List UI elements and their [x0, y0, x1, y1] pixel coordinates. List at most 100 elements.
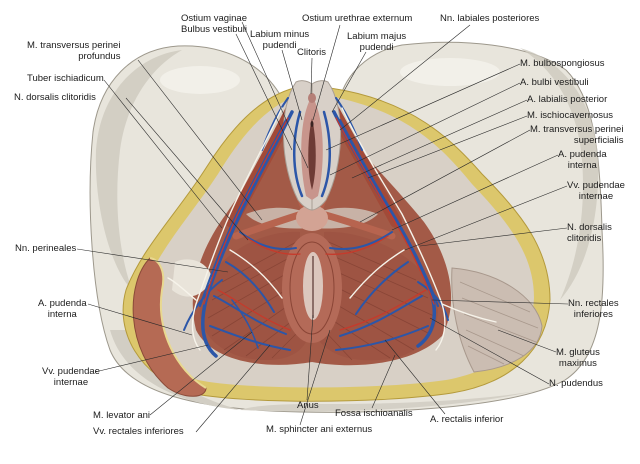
label-anus: Anus — [297, 400, 319, 411]
arteries — [203, 117, 435, 331]
label-line: Fossa ischioanalis — [335, 408, 413, 419]
leader-line-vv-pudendae-internae-right — [404, 185, 568, 251]
label-bulbus-vestibuli: Bulbus vestibuli — [181, 24, 247, 35]
bulbus-vestibuli-right — [320, 110, 331, 198]
leader-line-clitoris — [310, 57, 313, 95]
leader-line-m-transversus-perinei-superficialis — [359, 129, 531, 223]
striation — [323, 265, 435, 317]
label-tuber-ischiadicum: Tuber ischiadicum — [27, 73, 104, 84]
label-m-gluteus-maximus: M. gluteus maximus — [556, 347, 600, 369]
label-line: A. pudenda — [558, 149, 607, 160]
label-line: Vv. pudendae — [42, 366, 100, 377]
a-rectalis-inferior-right — [339, 289, 427, 331]
label-line: Nn. perineales — [15, 243, 77, 254]
label-line: Labium majus — [347, 31, 407, 42]
leader-line-m-gluteus-maximus — [497, 329, 557, 353]
vein-branch — [209, 325, 291, 351]
nerve-branch — [349, 249, 405, 299]
label-line: M. transversus perinei — [530, 124, 624, 135]
striation — [323, 239, 417, 281]
leader-line-n-pudendus — [429, 317, 550, 385]
striation — [211, 251, 301, 301]
thigh-right-shading — [520, 48, 599, 300]
striation — [463, 313, 537, 343]
label-line: A. pudenda — [38, 298, 87, 309]
vein-branch — [239, 231, 297, 250]
vein-branch — [417, 281, 449, 321]
label-line: Clitoris — [297, 47, 327, 58]
nerve-branch — [229, 249, 283, 299]
striation — [461, 297, 539, 329]
leader-line-vv-rectales-inferiores — [195, 344, 271, 433]
label-line: Vv. rectales inferiores — [93, 426, 184, 437]
label-line: internae — [53, 377, 89, 388]
gluteus-maximus-right — [451, 267, 543, 373]
leader-line-m-sphincter-ani-externus — [299, 329, 331, 426]
label-line: Anus — [297, 400, 319, 411]
label-m-ischiocavernosus: M. ischiocavernosus — [527, 110, 613, 121]
label-m-transversus-perinei-profundus: M. transversus perinei profundus — [27, 40, 120, 62]
label-line: M. sphincter ani externus — [266, 424, 373, 435]
thigh-left-highlight — [160, 66, 240, 94]
leader-line-ostium-vaginae — [241, 21, 309, 169]
leader-line-m-levator-ani — [149, 331, 253, 416]
vein-branch — [213, 295, 287, 335]
label-a-rectalis-inferior: A. rectalis inferior — [430, 414, 503, 425]
vestibule — [308, 118, 316, 190]
label-m-sphincter-ani-externus: M. sphincter ani externus — [266, 424, 372, 435]
label-line: maximus — [558, 358, 597, 369]
label-line: Ostium vaginae — [181, 13, 248, 24]
label-line: Nn. labiales posteriores — [440, 13, 540, 24]
label-line: A. labialis posterior — [527, 94, 608, 105]
striation — [323, 251, 429, 299]
vv-pudendae-internae-left-main — [201, 110, 294, 358]
artery-branch — [325, 235, 389, 255]
label-line: Tuber ischiadicum — [27, 73, 104, 84]
nerve-branch — [167, 277, 197, 301]
leader-line-a-rectalis-inferior — [384, 339, 446, 415]
label-clitoris: Clitoris — [297, 47, 326, 58]
thigh-right-highlight — [400, 58, 500, 86]
label-line: M. levator ani — [93, 410, 151, 421]
label-ostium-vaginae: Ostium vaginae — [181, 13, 247, 24]
label-labium-majus-pudendi: Labium majus pudendi — [347, 31, 406, 53]
vein-branch — [335, 325, 429, 351]
leader-line-m-ischiocavernosus — [367, 115, 528, 179]
leader-line-labium-minus-pudendi — [281, 49, 303, 121]
label-ostium-urethrae-externum: Ostium urethrae externum — [302, 13, 412, 24]
label-line: A. rectalis inferior — [430, 414, 504, 425]
label-line: Nn. rectales — [568, 298, 619, 309]
vein-branch — [339, 295, 423, 337]
label-n-pudendus: N. pudendus — [549, 378, 603, 389]
vein-branch — [225, 261, 275, 313]
nerves — [167, 107, 497, 351]
leader-line-bulbus-vestibuli — [235, 33, 293, 151]
label-line: interna — [47, 309, 77, 320]
label-line: pudendi — [262, 40, 297, 51]
artery-branch — [243, 235, 301, 255]
label-line: pudendi — [359, 42, 394, 53]
leader-line-m-transversus-perinei-profundus — [137, 59, 263, 221]
n-pudendus-left — [191, 107, 283, 351]
vein-branch — [183, 279, 223, 331]
vein-branch — [329, 231, 393, 250]
leader-line-nn-rectales-inferiores — [431, 299, 569, 305]
urethral-opening — [310, 121, 314, 127]
leader-line-m-bulbospongiosus — [325, 63, 521, 151]
label-line: M. bulbospongiosus — [520, 58, 605, 69]
label-a-pudenda-interna-right: A. pudenda interna — [558, 149, 607, 171]
a-rectalis-inferior-left — [217, 289, 291, 331]
striation — [459, 281, 531, 313]
label-line: N. dorsalis clitoridis — [14, 92, 96, 103]
label-n-dorsalis-clitoridis-left: N. dorsalis clitoridis — [14, 92, 96, 103]
label-fossa-ischioanalis: Fossa ischioanalis — [335, 408, 413, 419]
vein-branch — [231, 299, 259, 349]
leader-line-a-pudenda-interna-left — [87, 303, 193, 336]
label-nn-labiales-posteriores: Nn. labiales posteriores — [440, 13, 539, 24]
leader-line-anus — [306, 314, 314, 401]
leader-line-a-labialis-posterior — [351, 99, 528, 179]
label-labium-minus-pudendi: Labium minus pudendi — [250, 29, 309, 51]
thigh-left-shading — [95, 50, 182, 290]
label-a-labialis-posterior: A. labialis posterior — [527, 94, 607, 105]
